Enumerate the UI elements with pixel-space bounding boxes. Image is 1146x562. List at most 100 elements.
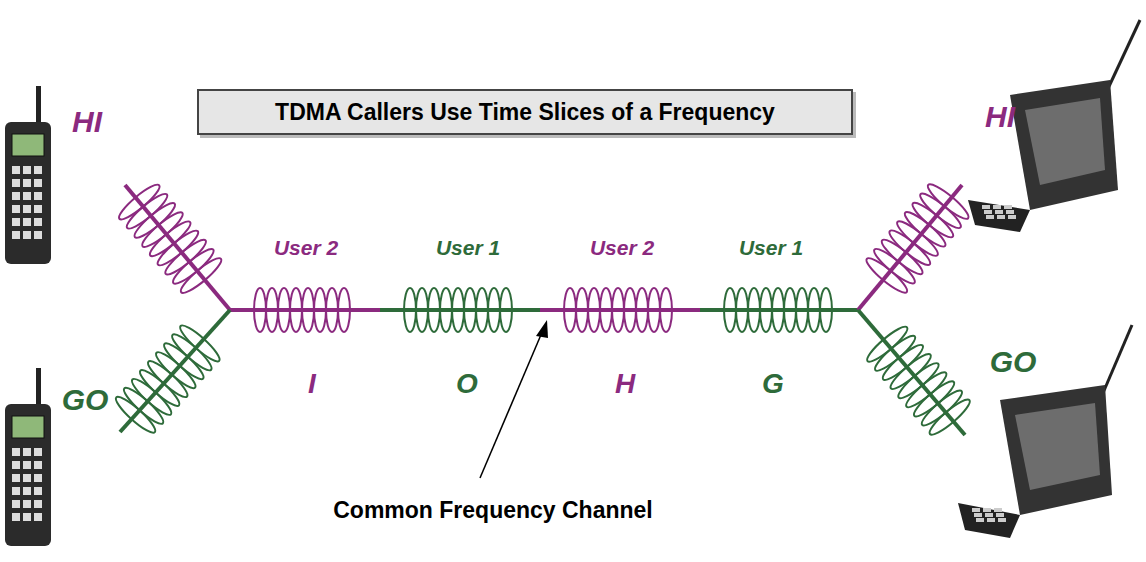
burst-loop: [808, 288, 820, 332]
burst-loop: [177, 254, 225, 297]
burst-loop: [500, 288, 512, 332]
key: [23, 205, 31, 213]
burst-loop: [724, 288, 736, 332]
key: [34, 461, 42, 469]
burst-loop: [600, 288, 612, 332]
burst-loop: [648, 288, 660, 332]
burst-loop: [772, 288, 784, 332]
key: [23, 487, 31, 495]
pointer-head: [536, 320, 548, 338]
flip-phone-right-bottom: [958, 325, 1132, 538]
burst-loop: [879, 341, 926, 384]
slot-letter: H: [615, 368, 635, 400]
key: [993, 205, 1001, 209]
burst-loop: [612, 288, 624, 332]
key: [34, 487, 42, 495]
burst-loop: [917, 190, 965, 232]
burst-loop: [177, 322, 224, 366]
slot-user: User 2: [274, 236, 338, 260]
user-label: GO: [62, 383, 109, 417]
burst-loop: [624, 288, 636, 332]
key: [23, 231, 31, 239]
burst-loop: [428, 288, 440, 332]
key: [982, 205, 990, 209]
burst-loop: [864, 323, 911, 366]
burst-loop: [871, 245, 919, 287]
pointer-line: [480, 330, 543, 478]
burst-loop: [338, 288, 350, 332]
burst-loop: [863, 254, 911, 296]
burst-loop: [416, 288, 428, 332]
burst-loop: [760, 288, 772, 332]
key: [12, 192, 20, 200]
key: [1004, 205, 1012, 209]
burst-loop: [909, 199, 957, 241]
burst-loop: [903, 368, 950, 411]
key: [12, 218, 20, 226]
key: [34, 500, 42, 508]
key: [23, 474, 31, 482]
burst-loop: [736, 288, 748, 332]
key: [976, 518, 984, 522]
key: [996, 513, 1004, 517]
handset-left-top: [5, 86, 51, 264]
arm-line: [858, 310, 965, 435]
slot-user: User 1: [436, 236, 500, 260]
key: [34, 179, 42, 187]
burst-loop: [326, 288, 338, 332]
burst-loop: [116, 181, 164, 224]
burst-loop: [488, 288, 500, 332]
burst-loop: [576, 288, 588, 332]
key: [986, 215, 994, 219]
burst-loop: [464, 288, 476, 332]
burst-loop: [278, 288, 290, 332]
burst-loop: [820, 288, 832, 332]
burst-loop: [152, 348, 199, 392]
key: [23, 461, 31, 469]
user-label: HI: [985, 100, 1015, 134]
burst-loop: [139, 208, 187, 251]
burst-loop: [887, 350, 934, 393]
burst-loop: [169, 330, 216, 374]
key: [984, 210, 992, 214]
key: [1008, 215, 1016, 219]
burst-loop: [918, 387, 965, 430]
slot-user: User 1: [739, 236, 803, 260]
burst-loop: [254, 288, 266, 332]
burst-loop: [924, 180, 972, 222]
key: [23, 513, 31, 521]
burst-loop: [162, 236, 210, 279]
burst-loop: [636, 288, 648, 332]
burst-loop: [878, 236, 926, 278]
burst-loop: [564, 288, 576, 332]
key: [994, 508, 1002, 512]
key: [34, 218, 42, 226]
key: [983, 508, 991, 512]
key: [985, 513, 993, 517]
burst-loop: [112, 393, 159, 437]
burst-loop: [784, 288, 796, 332]
burst-loop: [588, 288, 600, 332]
burst-loop: [144, 357, 191, 401]
key: [987, 518, 995, 522]
burst-loop: [894, 217, 942, 259]
burst-loop: [314, 288, 326, 332]
key: [23, 192, 31, 200]
flip-phone-right-top: [968, 20, 1140, 232]
burst-loop: [452, 288, 464, 332]
user-label: GO: [990, 345, 1037, 379]
key: [12, 179, 20, 187]
key: [34, 231, 42, 239]
key: [23, 218, 31, 226]
burst-loop: [748, 288, 760, 332]
burst-loop: [123, 190, 171, 233]
handset-left-bottom: [5, 368, 51, 546]
user-label: HI: [72, 105, 102, 139]
key: [997, 215, 1005, 219]
key: [34, 205, 42, 213]
burst-loop: [302, 288, 314, 332]
key: [34, 192, 42, 200]
burst-loop: [440, 288, 452, 332]
burst-loop: [170, 245, 218, 288]
